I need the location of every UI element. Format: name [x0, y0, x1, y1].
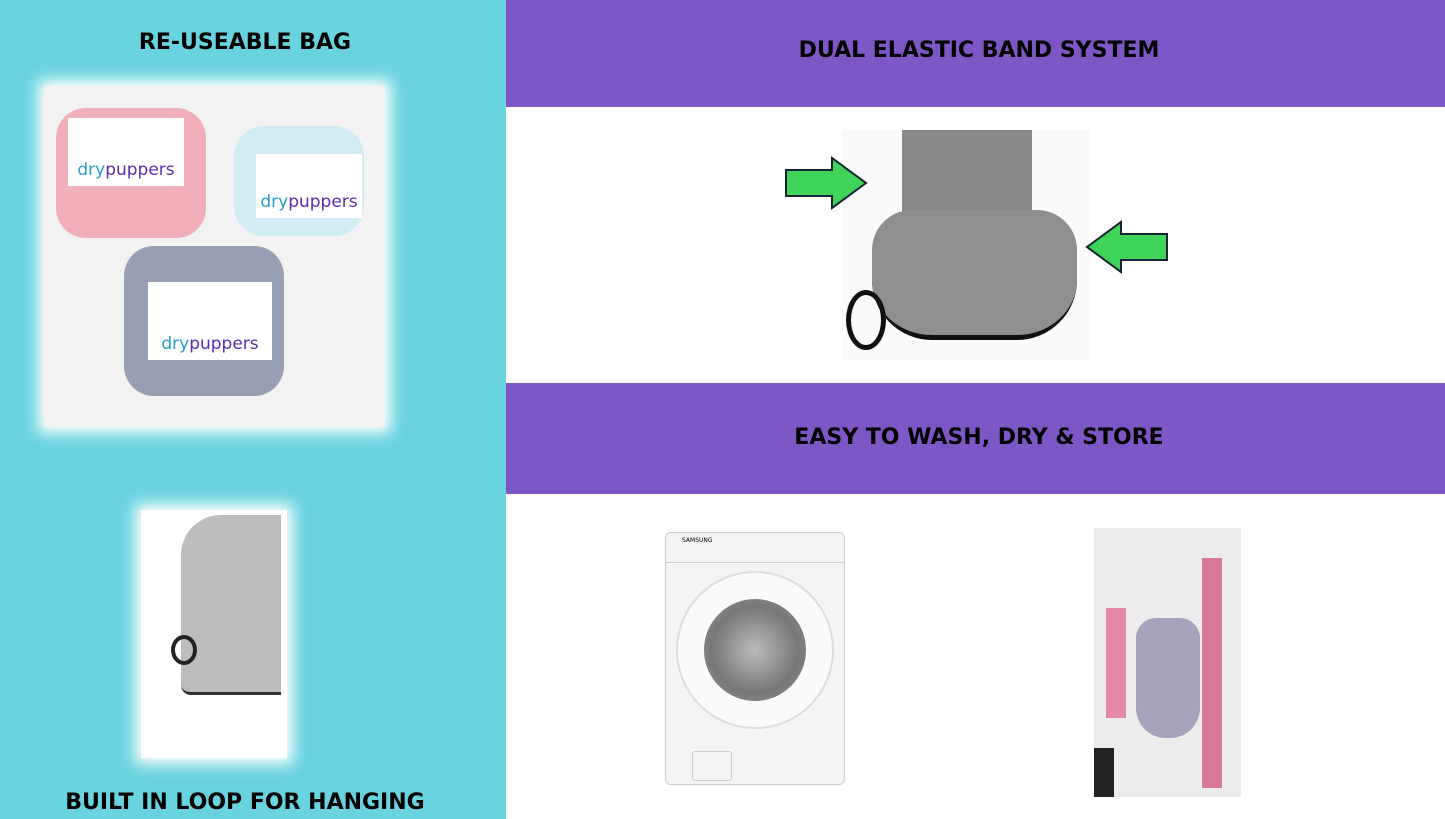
shadow [1094, 748, 1114, 797]
washer-drawer [692, 751, 732, 781]
elastic-band-header: DUAL ELASTIC BAND SYSTEM [506, 0, 1445, 107]
hanging-loop [171, 635, 197, 665]
washing-machine-photo: SAMSUNG [665, 532, 845, 785]
brand-label: drypuppers [256, 154, 362, 218]
reuseable-bags-photo: drypuppers drypuppers drypuppers [44, 86, 385, 427]
brand-label: drypuppers [148, 282, 272, 360]
reuseable-bag-title: RE-USEABLE BAG [138, 30, 352, 55]
mitt-lower [872, 210, 1077, 340]
washer-brand: SAMSUNG [666, 533, 844, 563]
mitt-fabric [181, 515, 281, 695]
pink-leash [1202, 558, 1222, 788]
pink-leash [1106, 608, 1126, 718]
washer-window [704, 599, 806, 701]
arrow-left-icon [1085, 220, 1168, 274]
mitt-upper [902, 130, 1032, 220]
washer-door [676, 571, 834, 729]
hanging-mitt-photo [1094, 528, 1241, 797]
wash-header: EASY TO WASH, DRY & STORE [506, 383, 1445, 494]
loop-photo [141, 510, 287, 758]
wash-title: EASY TO WASH, DRY & STORE [794, 425, 1164, 450]
grey-mitt [1136, 618, 1200, 738]
left-panel: RE-USEABLE BAG drypuppers drypuppers dry… [0, 0, 506, 819]
elastic-band-title: DUAL ELASTIC BAND SYSTEM [798, 38, 1160, 63]
arrow-right-icon [785, 156, 868, 210]
hanging-loop [846, 290, 886, 350]
mitt-photo [842, 130, 1090, 360]
brand-label: drypuppers [68, 118, 184, 186]
hanging-loop-title: BUILT IN LOOP FOR HANGING [65, 790, 425, 815]
